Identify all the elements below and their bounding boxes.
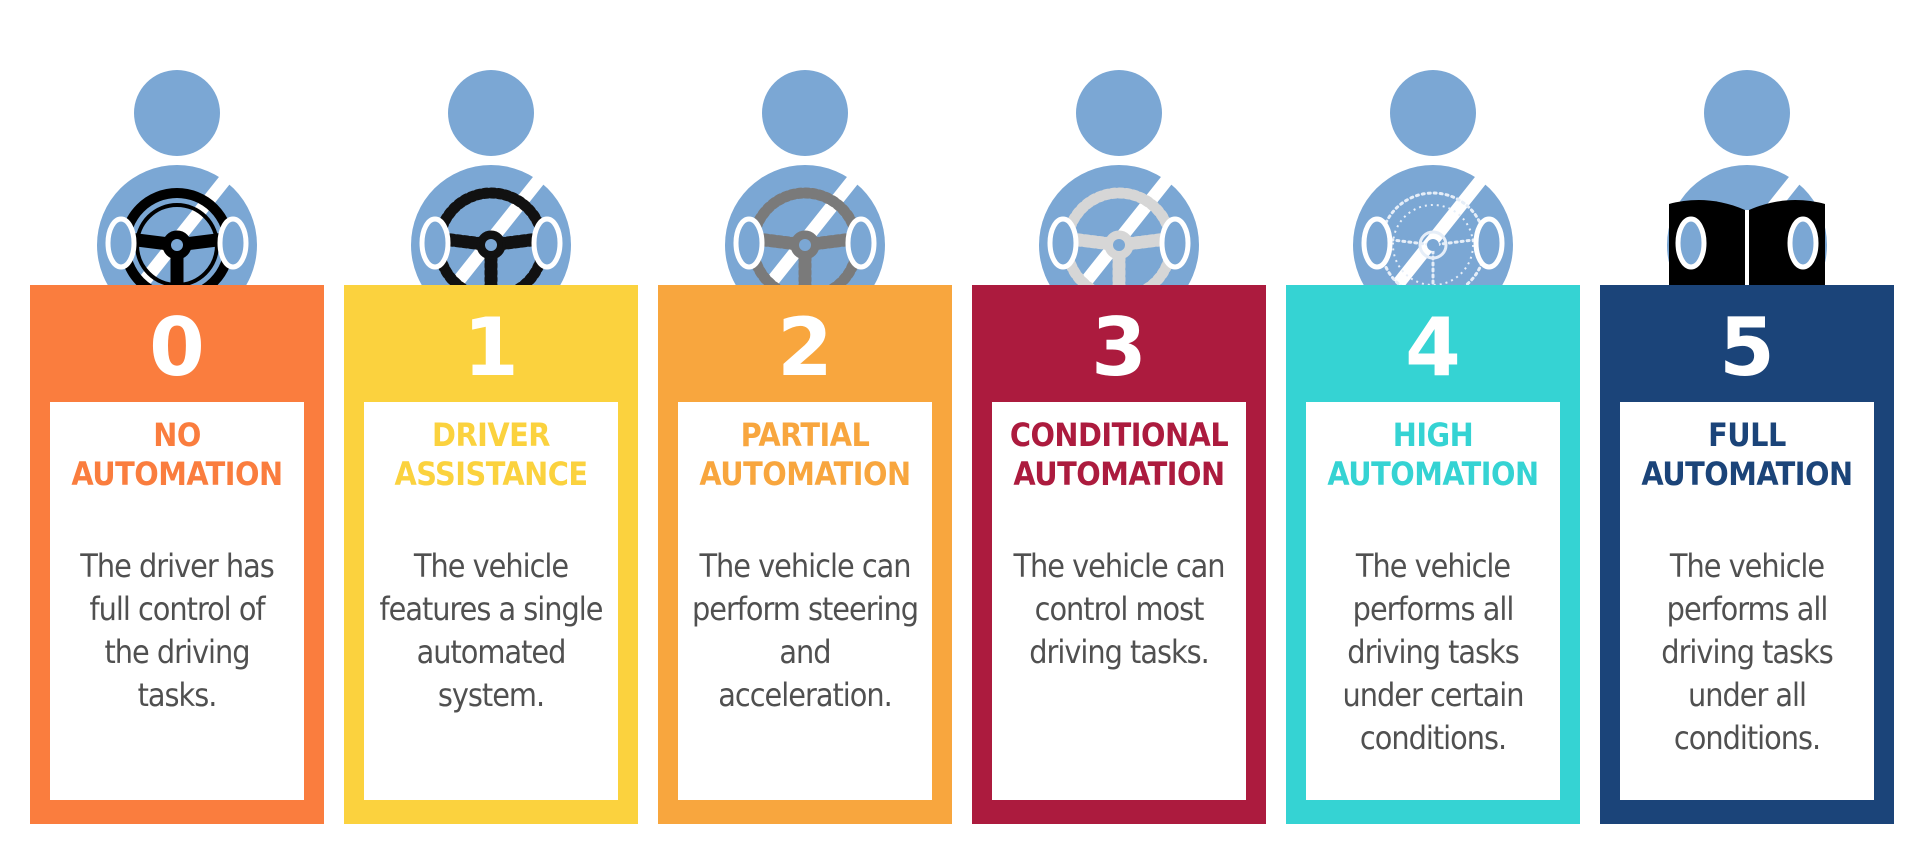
hand [733,216,765,270]
head [1390,70,1476,156]
level-title: PARTIAL AUTOMATION [699,416,911,493]
head [1076,70,1162,156]
level-1: 1 DRIVER ASSISTANCE The vehicle features… [344,0,638,862]
driver-body [411,70,571,285]
level-description: The driver has full control of the drivi… [80,547,274,714]
hand [1787,216,1819,270]
level-title: CONDITIONAL AUTOMATION [1009,416,1229,493]
level-title: NO AUTOMATION [71,416,283,493]
level-title: HIGH AUTOMATION [1327,416,1539,493]
driver-body [1353,70,1513,285]
hand [1361,216,1393,270]
level-number: 5 [1719,301,1775,394]
hand [845,216,877,270]
seatbelt [136,171,234,285]
hand [1159,216,1191,270]
seatbelt [764,171,862,285]
seatbelt [1392,171,1490,285]
hand [105,216,137,270]
level-panel: FULL AUTOMATION The vehicle performs all… [1620,402,1874,800]
person-icon [1667,70,1827,285]
seatbelt [450,171,548,285]
driver-figure [1600,70,1894,285]
driver-figure [344,70,638,285]
level-panel: PARTIAL AUTOMATION The vehicle can perfo… [678,402,932,800]
driver-figure [658,70,952,285]
hand [1675,216,1707,270]
level-title: FULL AUTOMATION [1641,416,1853,493]
head [134,70,220,156]
hand [217,216,249,270]
level-number: 3 [1091,301,1147,394]
level-0: 0 NO AUTOMATION The driver has full cont… [30,0,324,862]
person-icon [411,70,571,285]
level-5: 5 FULL AUTOMATION The vehicle performs a… [1600,0,1894,862]
head [762,70,848,156]
driver-figure [1286,70,1580,285]
level-title: DRIVER ASSISTANCE [394,416,588,493]
driver-body [1039,70,1199,285]
level-panel: DRIVER ASSISTANCE The vehicle features a… [364,402,618,800]
head [1704,70,1790,156]
level-description: The vehicle performs all driving tasks u… [1342,547,1524,757]
level-number: 2 [777,301,833,394]
level-description: The vehicle features a single automated … [379,547,603,714]
level-2: 2 PARTIAL AUTOMATION The vehicle can per… [658,0,952,862]
level-number: 1 [463,301,519,394]
person-icon [1353,70,1513,285]
head [448,70,534,156]
level-panel: HIGH AUTOMATION The vehicle performs all… [1306,402,1560,800]
person-icon [725,70,885,285]
person-icon [1039,70,1199,285]
driver-figure [30,70,324,285]
level-panel: CONDITIONAL AUTOMATION The vehicle can c… [992,402,1246,800]
hand [1473,216,1505,270]
level-description: The vehicle can perform steering and acc… [691,547,919,714]
level-4: 4 HIGH AUTOMATION The vehicle performs a… [1286,0,1580,862]
hand [419,216,451,270]
person-icon [97,70,257,285]
driver-body [725,70,885,285]
level-number: 0 [149,301,205,394]
hand [1047,216,1079,270]
level-description: The vehicle performs all driving tasks u… [1661,547,1833,757]
level-3: 3 CONDITIONAL AUTOMATION The vehicle can… [972,0,1266,862]
level-panel: NO AUTOMATION The driver has full contro… [50,402,304,800]
seatbelt [1078,171,1176,285]
level-description: The vehicle can control most driving tas… [1013,547,1225,671]
hand [531,216,563,270]
driver-figure [972,70,1266,285]
level-number: 4 [1405,301,1461,394]
